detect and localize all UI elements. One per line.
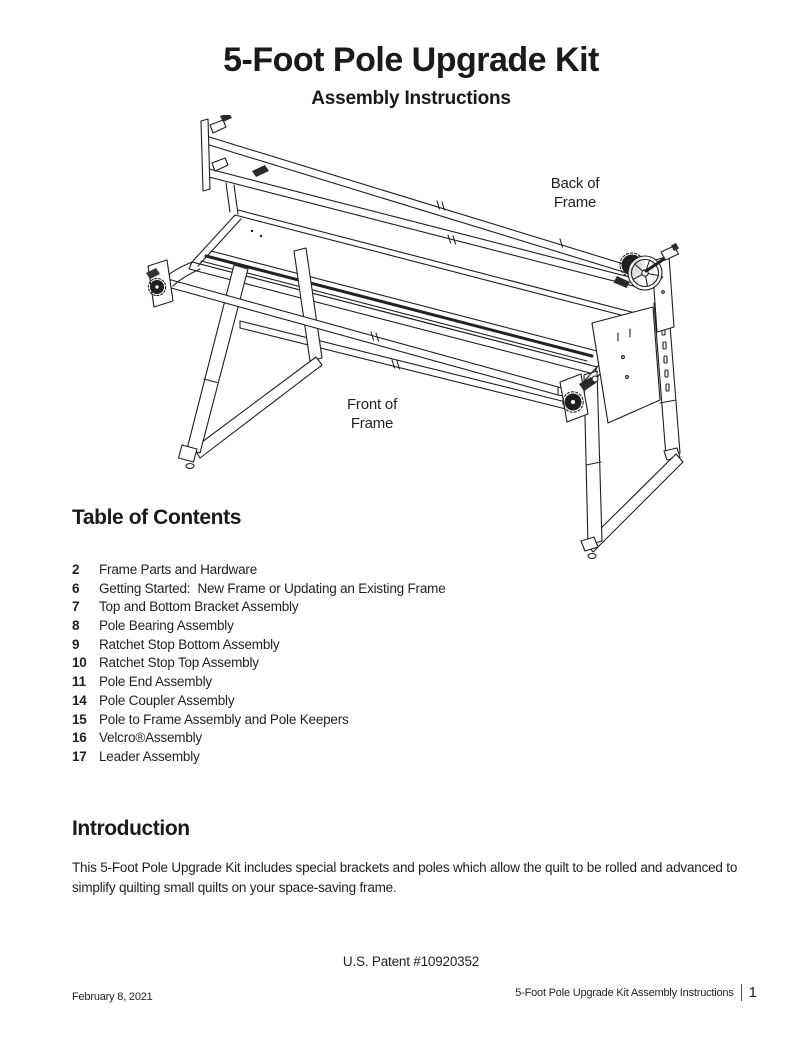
footer-date: February 8, 2021 — [72, 991, 153, 1003]
patent-number: U.S. Patent #10920352 — [342, 954, 480, 969]
toc-entry-page: 16 — [72, 730, 87, 746]
toc-entry: 8 Pole Bearing Assembly — [72, 617, 632, 636]
back-of-frame-label-line2: Frame — [553, 193, 597, 211]
toc-entry: 14 Pole Coupler Assembly — [72, 692, 632, 711]
frame-assembly-illustration: Back of Frame Front of Frame — [140, 115, 700, 585]
toc-entry-page: 15 — [72, 711, 87, 727]
footer-divider — [740, 984, 742, 1001]
toc-list: 2 Frame Parts and Hardware 6 Getting Sta… — [72, 561, 632, 767]
toc-entry-title: Top and Bottom Bracket Assembly — [99, 599, 299, 615]
footer-document-title: 5-Foot Pole Upgrade Kit Assembly Instruc… — [515, 986, 734, 999]
page-subtitle: Assembly Instructions — [311, 88, 511, 109]
toc-entry-page: 11 — [72, 674, 86, 690]
page-title: 5-Foot Pole Upgrade Kit — [223, 41, 599, 79]
toc-entry-page: 9 — [72, 636, 80, 652]
toc-entry-title: Pole End Assembly — [99, 674, 212, 690]
toc-entry-page: 2 — [72, 562, 80, 577]
introduction-paragraph: This 5-Foot Pole Upgrade Kit includes sp… — [72, 860, 738, 895]
toc-entry: 17 Leader Assembly — [72, 748, 632, 767]
toc-entry: 2 Frame Parts and Hardware — [72, 561, 632, 580]
toc-entry-page: 10 — [72, 655, 87, 671]
front-of-frame-label: Front of Frame — [312, 396, 432, 433]
toc-entry: 7 Top and Bottom Bracket Assembly — [72, 598, 632, 617]
toc-entry-title: Pole Coupler Assembly — [99, 692, 235, 708]
toc-entry-page: 17 — [72, 748, 87, 764]
quilting-frame-line-drawing — [146, 115, 684, 560]
toc-entry-title: Ratchet Stop Top Assembly — [99, 655, 259, 671]
toc-entry-title: Getting Started: New Frame or Updating a… — [99, 580, 446, 596]
toc-entry-page: 8 — [72, 618, 80, 634]
toc-entry-title: Leader Assembly — [99, 748, 200, 764]
footer-right: 5-Foot Pole Upgrade Kit Assembly Instruc… — [515, 984, 757, 1001]
toc-entry: 15 Pole to Frame Assembly and Pole Keepe… — [72, 711, 632, 730]
toc-entry: 10 Ratchet Stop Top Assembly — [72, 654, 632, 673]
toc-entry-page: 14 — [72, 692, 87, 708]
toc-entry-title: Ratchet Stop Bottom Assembly — [99, 636, 280, 652]
toc-entry-title: Pole to Frame Assembly and Pole Keepers — [99, 711, 349, 727]
front-of-frame-label-line2: Frame — [350, 414, 394, 432]
toc-entry: 11 Pole End Assembly — [72, 673, 632, 692]
footer-page-number: 1 — [748, 984, 757, 1001]
introduction-heading: Introduction — [72, 817, 190, 840]
back-of-frame-label-line1: Back of — [550, 175, 600, 192]
toc-entry-title: Velcro®Assembly — [99, 730, 202, 746]
toc-entry: 16 Velcro®Assembly — [72, 729, 632, 748]
toc-entry: 9 Ratchet Stop Bottom Assembly — [72, 636, 632, 655]
toc-entry-title: Pole Bearing Assembly — [99, 618, 234, 634]
toc-heading: Table of Contents — [72, 506, 241, 529]
toc-entry-page: 6 — [72, 580, 80, 596]
toc-entry-page: 7 — [72, 599, 80, 615]
back-of-frame-label: Back of Frame — [515, 175, 635, 212]
front-of-frame-label-line1: Front of — [346, 396, 398, 413]
toc-entry-title: Frame Parts and Hardware — [99, 562, 258, 577]
toc-entry: 6 Getting Started: New Frame or Updating… — [72, 580, 632, 599]
